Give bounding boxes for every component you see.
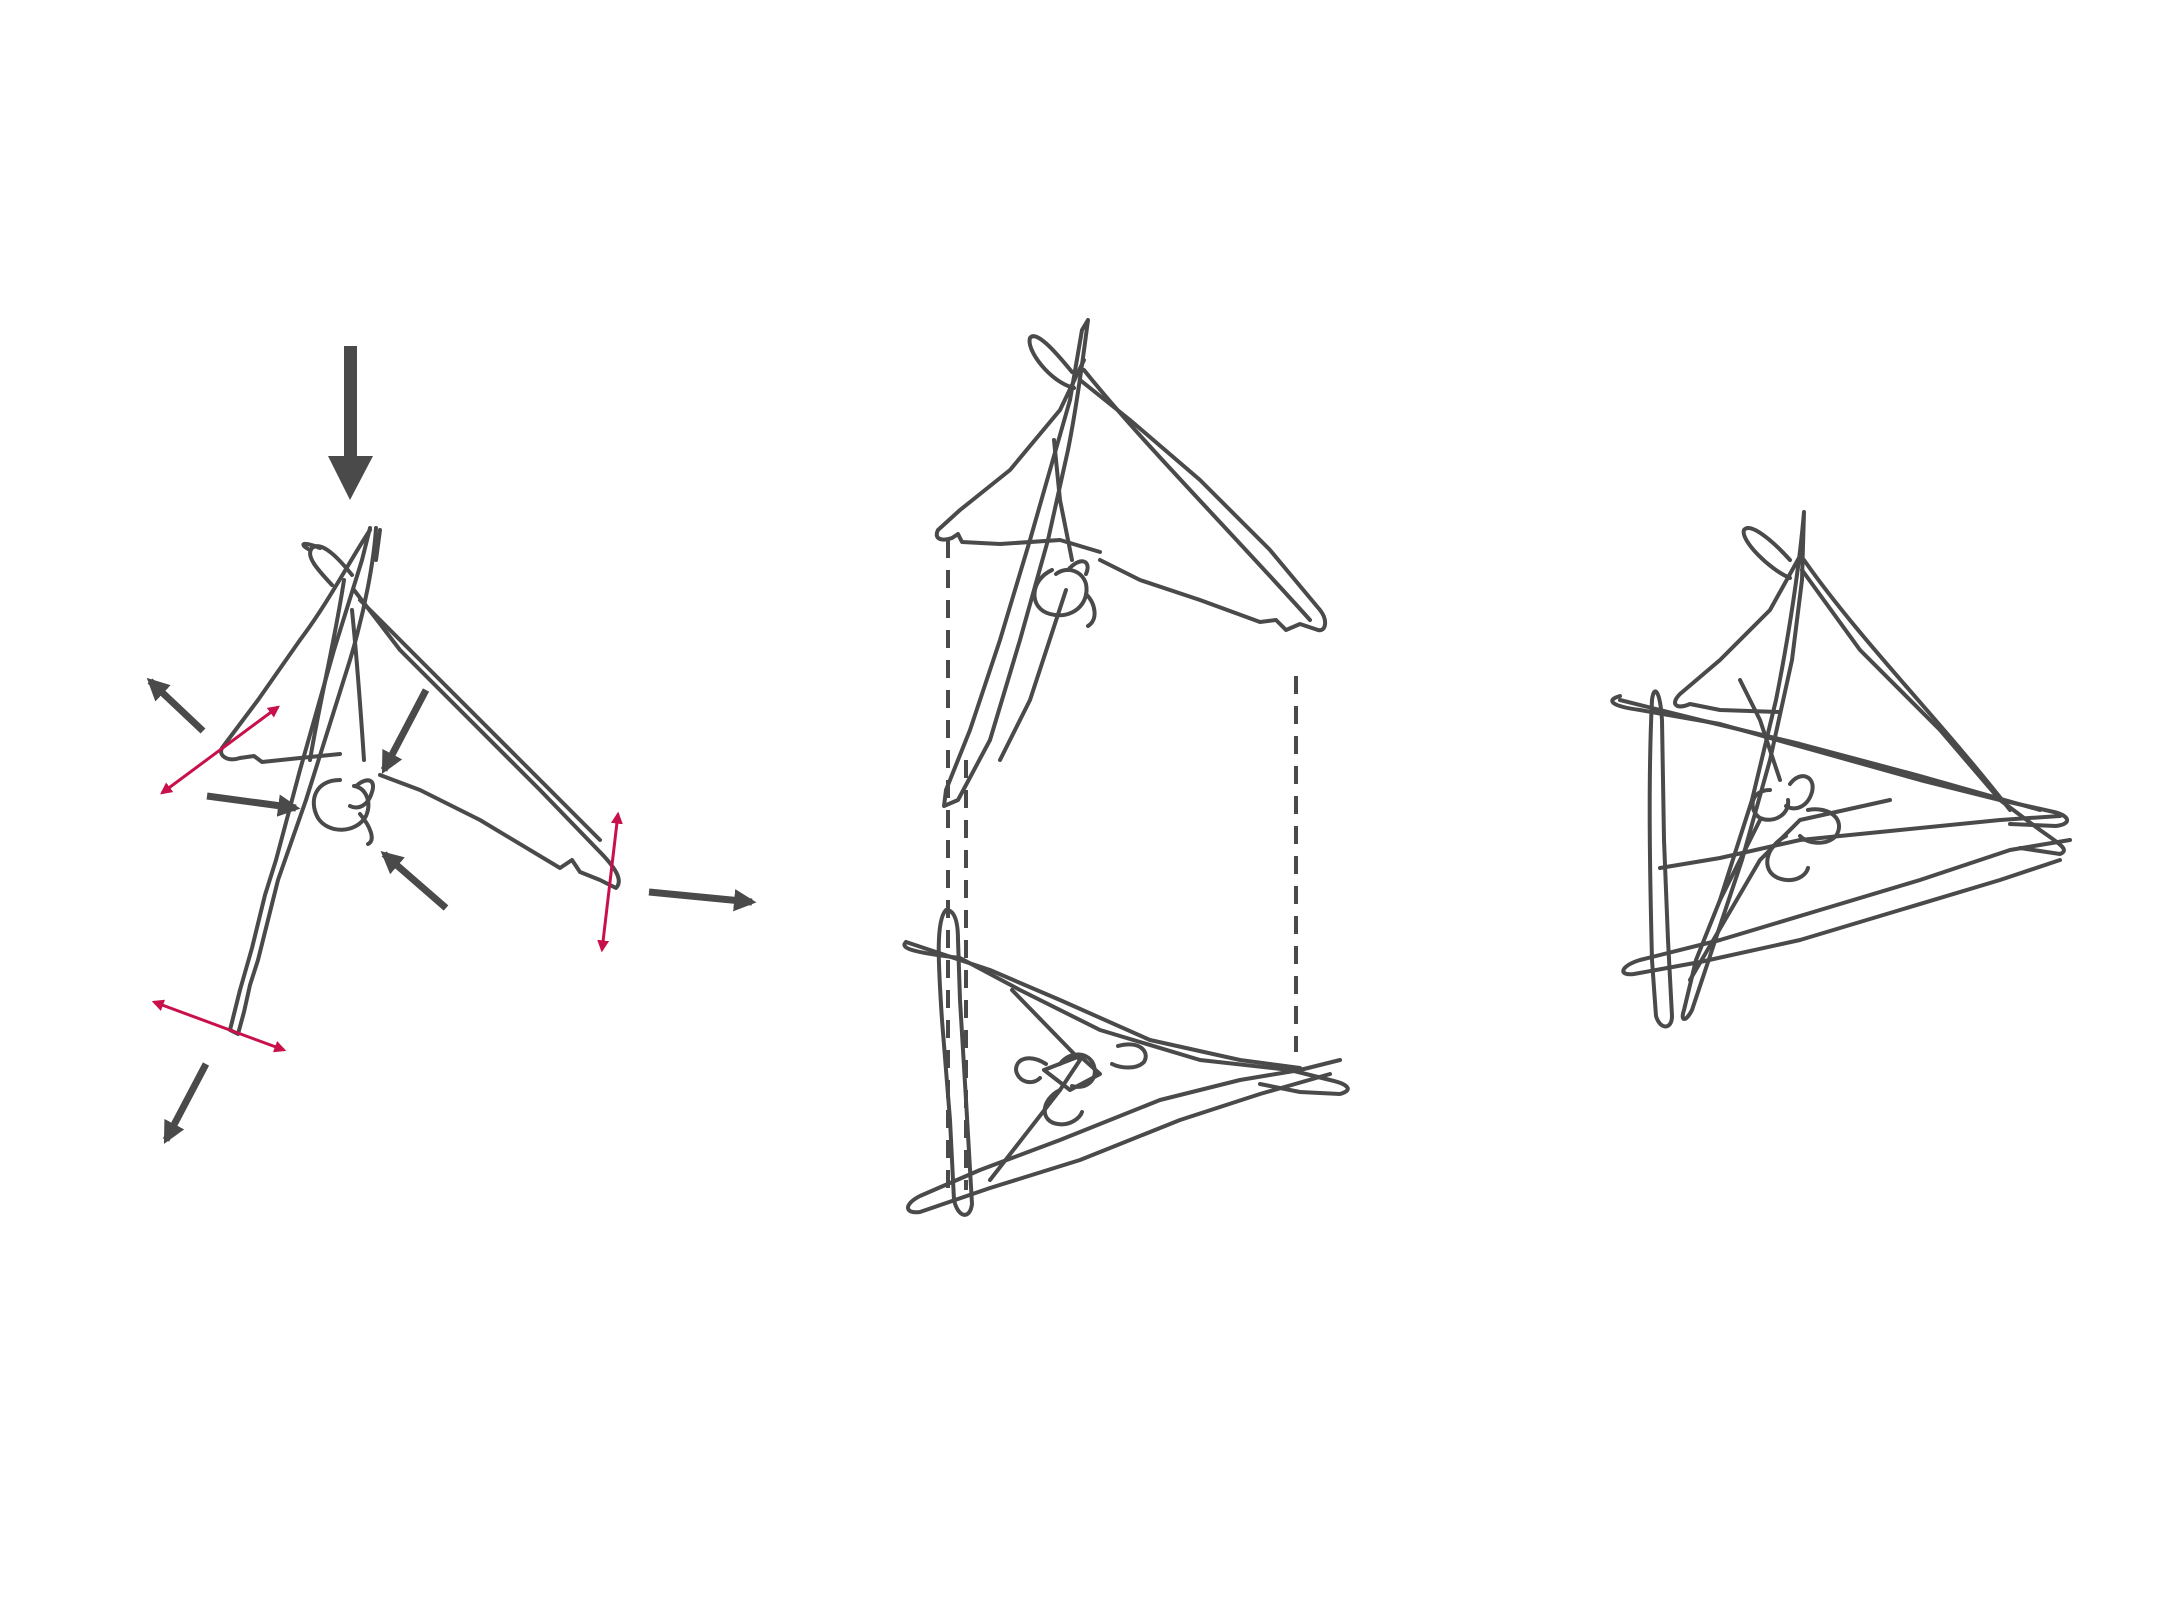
compression-arrow-icon [206, 688, 449, 911]
upper-hanger-wireframe [934, 318, 1327, 808]
assembled-structure-panel [1610, 510, 2072, 1029]
hanger-tripod-wireframe [219, 526, 621, 1036]
force-diagram-panel [146, 346, 757, 1144]
load-arrow-icon [328, 346, 373, 500]
lower-hanger-wireframe [902, 908, 1350, 1217]
outward-arrow-icon [146, 677, 757, 1144]
tension-double-arrow-icon [151, 705, 623, 1053]
exploded-assembly-panel [902, 318, 1350, 1217]
assembled-hanger-wireframe [1610, 510, 2072, 1029]
